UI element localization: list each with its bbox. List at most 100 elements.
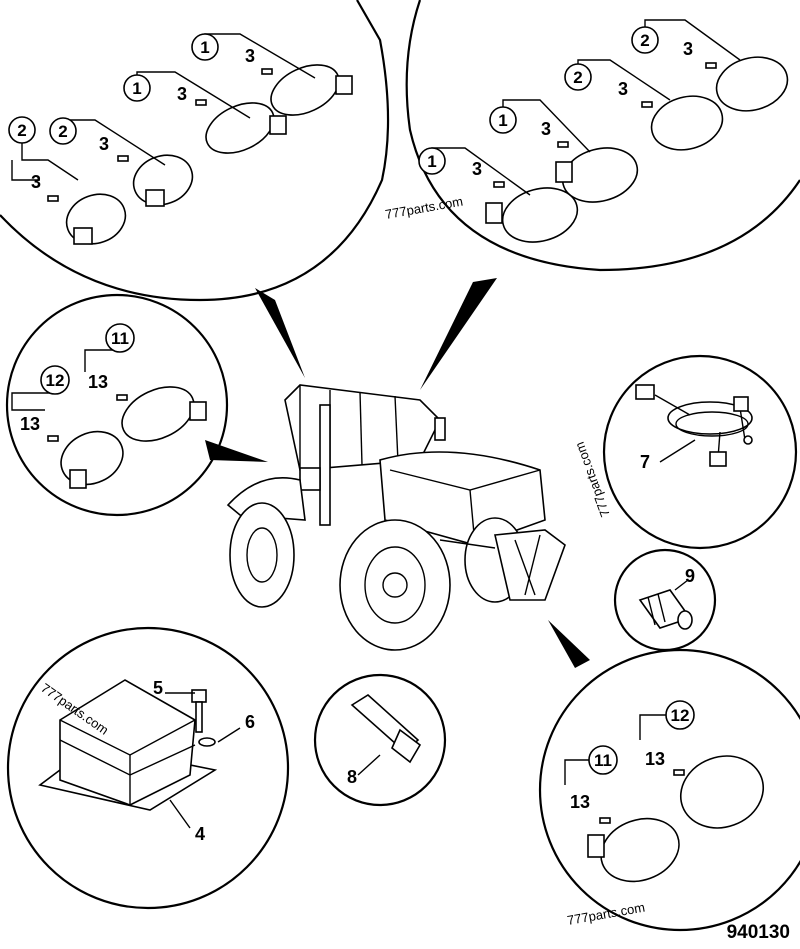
lamp-2c	[650, 95, 724, 151]
bulb-icon	[599, 817, 611, 824]
connector	[709, 451, 727, 467]
lamp-2d	[715, 56, 789, 112]
label-3: 3	[472, 159, 482, 179]
bulb-icon	[641, 101, 653, 108]
callout-11: 11	[111, 329, 129, 348]
label-3: 3	[99, 134, 109, 154]
bolt-shank	[195, 701, 203, 733]
callout-1: 1	[132, 79, 141, 98]
washer	[198, 737, 216, 747]
bulb-icon	[47, 195, 59, 202]
label-3: 3	[541, 119, 551, 139]
label-3: 3	[31, 172, 41, 192]
label-3: 3	[618, 79, 628, 99]
bulb-icon	[47, 435, 59, 442]
callout-circle-1	[123, 74, 151, 102]
label-13: 13	[20, 414, 40, 434]
bulb-icon	[195, 99, 207, 106]
bulb-icon	[673, 769, 685, 776]
bulb-icon	[493, 181, 505, 188]
callout-circle-2	[49, 117, 77, 145]
lamp-1b-bracket	[335, 75, 353, 95]
lamp-1b	[270, 64, 340, 116]
detail-circle-module: 5 6 4 777parts.com	[6, 626, 290, 910]
callout-circle-12	[665, 700, 695, 730]
callout-2: 2	[17, 121, 26, 140]
exhaust-stack	[319, 404, 331, 526]
callout-circle-2	[8, 116, 36, 144]
detail-circle-mid-left: 12 11 13 13	[5, 293, 268, 517]
side-mirror	[434, 417, 446, 441]
callout-1: 1	[200, 38, 209, 57]
watermark: 777parts.com	[566, 900, 646, 928]
callout-1: 1	[427, 152, 436, 171]
lamp-12	[60, 430, 124, 486]
detail-circle-top-right: 1 1 2 2 3 3 3 3 777parts.com	[384, 0, 800, 390]
callout-2: 2	[573, 68, 582, 87]
callout-circle-1	[191, 33, 219, 61]
lamp-11-bracket	[189, 401, 207, 421]
label-3: 3	[177, 84, 187, 104]
lamp-1a-bracket	[269, 115, 287, 135]
label-5: 5	[153, 678, 163, 698]
detail-circle-8: 8	[313, 673, 447, 807]
jcb-badge	[299, 467, 321, 491]
label-8: 8	[347, 767, 357, 787]
label-13: 13	[570, 792, 590, 812]
watermark: 777parts.com	[384, 194, 464, 222]
bulb-icon	[116, 394, 128, 401]
callout-circle-1	[418, 147, 446, 175]
callout-2: 2	[640, 31, 649, 50]
callout-11: 11	[594, 751, 612, 770]
lamp-12-bracket	[69, 469, 87, 489]
lamp-12-rear	[679, 755, 765, 829]
callout-1: 1	[498, 111, 507, 130]
part-9-end	[677, 610, 693, 630]
lamp-1c	[501, 187, 579, 243]
callout-12: 12	[671, 706, 690, 725]
detail-circle-top-left: 2 2 1 1 3 3 3 3	[0, 0, 390, 378]
lamp-11-rear	[600, 817, 680, 883]
callout-circle-12	[40, 365, 70, 395]
label-4: 4	[195, 824, 205, 844]
bulb-icon	[117, 155, 129, 162]
lamp-11	[121, 386, 195, 442]
label-13: 13	[88, 372, 108, 392]
lamp-1a	[205, 102, 275, 154]
lamp-2a-bracket	[73, 227, 93, 245]
callout-circle-11	[588, 745, 618, 775]
bulb-icon	[261, 68, 273, 75]
label-7: 7	[640, 452, 650, 472]
label-3: 3	[683, 39, 693, 59]
callout-12: 12	[46, 371, 65, 390]
detail-circle-9: 9	[613, 548, 717, 652]
label-9: 9	[685, 566, 695, 586]
bolt-head	[191, 689, 207, 703]
detail-circle-harness: 7 777parts.com	[572, 354, 798, 550]
ring-terminal	[743, 435, 753, 445]
lamp-2b-bracket	[145, 189, 165, 207]
label-13: 13	[645, 749, 665, 769]
label-3: 3	[245, 46, 255, 66]
watermark: 777parts.com	[572, 440, 613, 519]
rear-wheel	[229, 502, 295, 608]
front-wheel	[339, 519, 451, 651]
bulb-icon	[705, 62, 717, 69]
lamp-11-bracket	[587, 834, 605, 858]
drawing-number: 940130	[727, 922, 790, 943]
callout-circle-2	[631, 26, 659, 54]
bulb-icon	[557, 141, 569, 148]
callout-circle-1	[489, 106, 517, 134]
connector	[733, 396, 749, 412]
front-linkage	[494, 529, 566, 601]
label-6: 6	[245, 712, 255, 732]
callout-circle-2	[564, 63, 592, 91]
callout-circle-11	[105, 323, 135, 353]
lamp-2a	[65, 193, 127, 245]
lamp-1c-bracket	[485, 202, 503, 224]
wire-harness	[667, 401, 753, 435]
part-8-end	[391, 728, 422, 764]
callout-2: 2	[58, 122, 67, 141]
